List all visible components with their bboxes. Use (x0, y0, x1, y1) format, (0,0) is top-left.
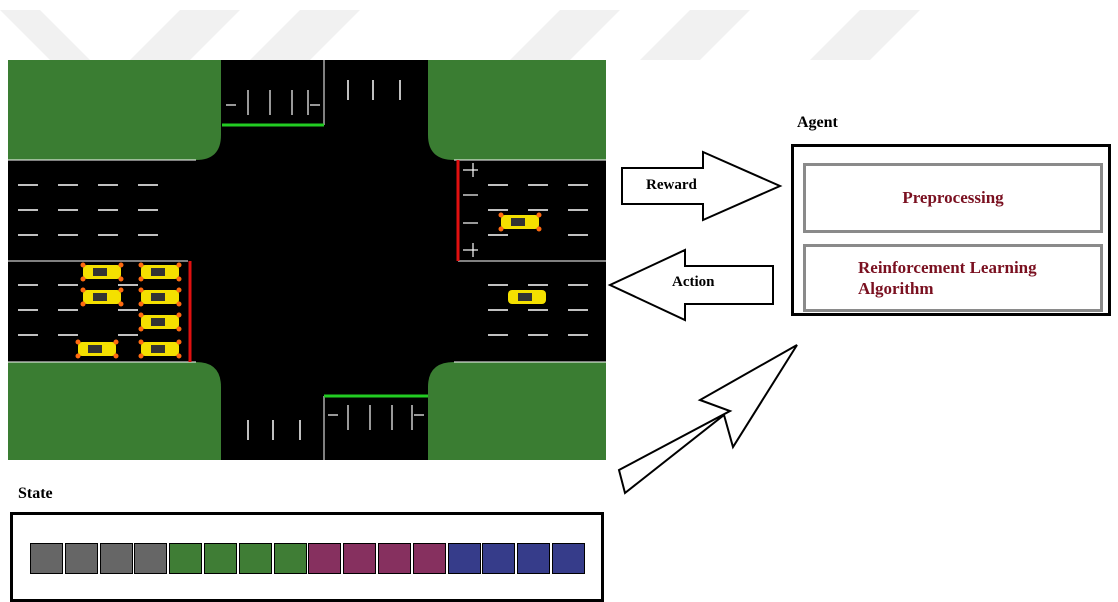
grass-bottom-left (8, 362, 221, 460)
state-cell (64, 543, 98, 574)
watermark-stripes (0, 10, 920, 60)
south-lane-arrows (328, 405, 424, 430)
car (80, 287, 124, 307)
state-cell (377, 543, 411, 574)
grass-top-left (8, 60, 221, 160)
agent-box (791, 144, 1111, 316)
north-lane-arrows (226, 90, 320, 115)
state-cell (134, 543, 168, 574)
car (75, 339, 119, 359)
car (498, 212, 542, 232)
state-cell (551, 543, 585, 574)
state-cell (343, 543, 377, 574)
intersection-simulation (8, 60, 606, 460)
state-cell (482, 543, 516, 574)
lane-dashes (18, 80, 588, 440)
state-arrow (617, 344, 798, 495)
rl-algorithm-module: Reinforcement Learning Algorithm (803, 244, 1103, 312)
state-cell (99, 543, 133, 574)
reward-arrow (621, 150, 783, 222)
state-cell (203, 543, 237, 574)
state-cell (238, 543, 272, 574)
state-cell (169, 543, 203, 574)
state-cell (447, 543, 481, 574)
flow-arrows (607, 150, 798, 495)
state-cell (517, 543, 551, 574)
vehicle-group (75, 212, 546, 359)
agent-title: Agent (797, 114, 838, 131)
state-cell (308, 543, 342, 574)
state-cell (30, 543, 63, 574)
grass-top-right (428, 60, 606, 160)
car (138, 262, 182, 282)
rl-label-line2: Algorithm (858, 279, 934, 298)
state-cell (412, 543, 446, 574)
preprocessing-module: Preprocessing (803, 163, 1103, 233)
state-cell (273, 543, 307, 574)
action-arrow (607, 248, 774, 322)
car (138, 339, 182, 359)
grass-bottom-right (428, 362, 606, 460)
reward-label: Reward (646, 177, 697, 193)
car (80, 262, 124, 282)
state-vector (30, 543, 587, 574)
east-lane-arrows (463, 163, 478, 257)
preprocessing-label: Preprocessing (902, 188, 1004, 207)
car (138, 312, 182, 332)
car (508, 290, 546, 304)
car (138, 287, 182, 307)
action-label: Action (672, 274, 715, 290)
state-title: State (18, 485, 53, 502)
rl-label-line1: Reinforcement Learning (858, 258, 1037, 277)
